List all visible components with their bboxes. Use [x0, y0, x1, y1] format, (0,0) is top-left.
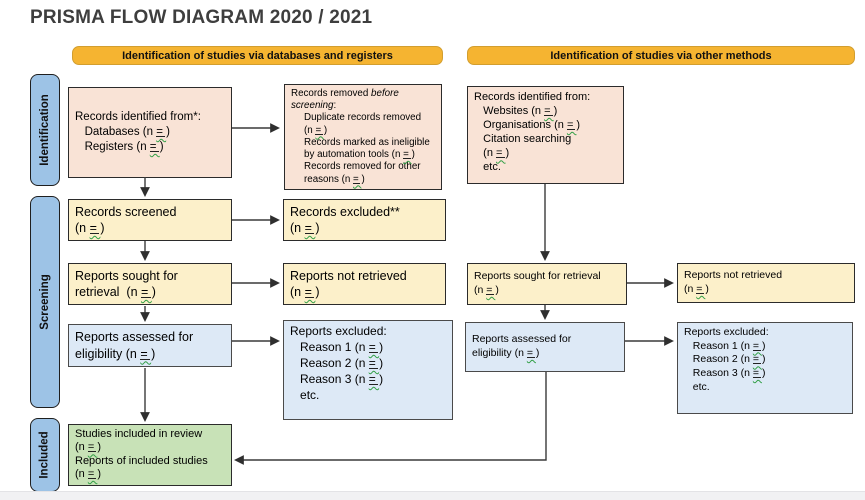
box-records-identified: Records identified from*: Databases (n =… [68, 87, 232, 178]
box-reports-not-retrieved-databases-text: Reports not retrieved (n = ) [290, 268, 407, 299]
box-reports-not-retrieved-other-text: Reports not retrieved (n = ) [684, 269, 783, 295]
n-blank: = [496, 147, 506, 160]
n-blank: = [87, 468, 98, 481]
box-reports-assessed-other: Reports assessed for eligibility (n = ) [465, 322, 625, 372]
box-reports-excluded-databases-text: Reports excluded: Reason 1 (n = ) Reason… [290, 324, 387, 402]
box-reports-excluded-other-text: Reports excluded: Reason 1 (n = ) Reason… [684, 326, 769, 393]
diagram-title: PRISMA FLOW DIAGRAM 2020 / 2021 [30, 7, 373, 28]
records-removed-prefix: Records removed [291, 88, 372, 99]
sidebar-identification-label: Identification [39, 94, 51, 166]
n-blank: = [89, 221, 101, 235]
n-blank: = [315, 124, 324, 136]
banner-other-label: Identification of studies via other meth… [550, 49, 772, 62]
n-blank: = [156, 126, 167, 139]
n-blank: = [544, 105, 554, 118]
sidebar-included: Included [30, 418, 60, 492]
n-blank: = [304, 285, 316, 299]
box-reports-sought-other: Reports sought for retrieval (n = ) [467, 263, 627, 305]
box-studies-included: Studies included in review (n = ) Report… [68, 424, 232, 486]
n-blank: = [403, 149, 412, 161]
banner-databases-label: Identification of studies via databases … [122, 49, 393, 62]
box-records-screened: Records screened (n = ) [68, 199, 232, 241]
n-blank: = [752, 366, 762, 379]
n-blank: = [368, 339, 380, 354]
box-reports-not-retrieved-other: Reports not retrieved (n = ) [677, 263, 855, 303]
sidebar-included-label: Included [39, 431, 51, 479]
n-blank: = [140, 346, 152, 361]
box-records-removed: Records removed before screening:Duplica… [284, 84, 442, 190]
box-reports-sought-other-text: Reports sought for retrieval (n = ) [474, 270, 601, 296]
box-reports-not-retrieved-databases: Reports not retrieved (n = ) [283, 263, 446, 305]
sidebar-screening-label: Screening [39, 274, 52, 330]
n-blank: = [368, 355, 380, 370]
box-records-identified-text: Records identified from*: Databases (n =… [75, 111, 201, 153]
n-blank: = [566, 119, 577, 132]
box-records-excluded: Records excluded** (n = ) [283, 199, 446, 241]
banner-databases-registers: Identification of studies via databases … [72, 46, 443, 65]
box-records-identified-other-text: Records identified from: Websites (n = )… [474, 91, 591, 174]
box-records-removed-heading: Records removed before screening: [291, 88, 435, 112]
n-blank: = [368, 371, 380, 386]
box-reports-sought-databases: Reports sought for retrieval (n = ) [68, 263, 232, 305]
box-reports-assessed-other-text: Reports assessed for eligibility (n = ) [472, 333, 572, 359]
n-blank: = [696, 283, 706, 295]
records-removed-italic: before screening [291, 88, 402, 112]
page-bottom-edge [0, 491, 865, 500]
box-records-excluded-text: Records excluded** (n = ) [290, 204, 400, 235]
box-reports-excluded-other: Reports excluded: Reason 1 (n = ) Reason… [677, 322, 853, 414]
box-records-removed-items: Duplicate records removed (n = ) Records… [304, 112, 430, 185]
n-blank: = [353, 173, 362, 185]
records-removed-suffix: : [333, 100, 337, 112]
n-blank: = [752, 353, 762, 366]
n-blank: = [526, 347, 536, 359]
box-reports-sought-databases-text: Reports sought for retrieval (n = ) [75, 268, 178, 299]
box-reports-excluded-databases: Reports excluded: Reason 1 (n = ) Reason… [283, 320, 453, 420]
n-blank: = [149, 140, 160, 153]
n-blank: = [752, 339, 762, 352]
n-blank: = [304, 221, 316, 235]
banner-other-methods: Identification of studies via other meth… [467, 46, 855, 65]
box-records-identified-other: Records identified from: Websites (n = )… [467, 86, 624, 184]
sidebar-screening: Screening [30, 196, 60, 408]
n-blank: = [87, 441, 98, 454]
box-reports-assessed-databases: Reports assessed for eligibility (n = ) [68, 324, 232, 367]
n-blank: = [141, 285, 152, 299]
box-studies-included-text: Studies included in review (n = ) Report… [75, 428, 208, 481]
box-records-screened-text: Records screened (n = ) [75, 204, 177, 235]
n-blank: = [486, 284, 496, 296]
box-reports-assessed-databases-text: Reports assessed for eligibility (n = ) [75, 330, 194, 361]
sidebar-identification: Identification [30, 74, 60, 186]
